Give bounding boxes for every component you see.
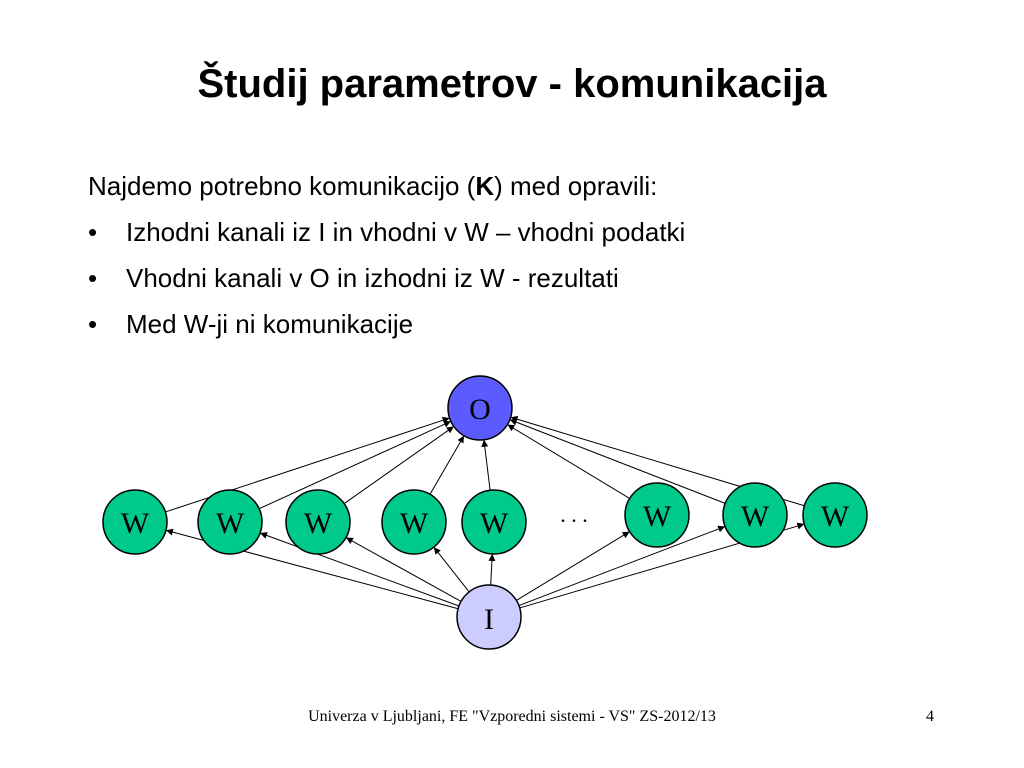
intro-text-post: ) med opravili: [494, 171, 658, 201]
bullet-icon: • [88, 309, 98, 339]
input-node-label: I [484, 603, 494, 636]
worker-node: W [624, 482, 690, 548]
intro-line: Najdemo potrebno komunikacijo (K) med op… [88, 168, 968, 214]
worker-node: W [461, 489, 527, 555]
bullet-text: Izhodni kanali iz I in vhodni v W – vhod… [126, 217, 686, 247]
communication-diagram: O I W W W W W . . . W [102, 375, 868, 650]
worker-node-label: W [121, 507, 150, 540]
bullet-icon: • [88, 217, 98, 247]
page-number: 4 [926, 708, 934, 725]
edge-worker-to-output [429, 435, 465, 495]
worker-node: W [802, 482, 868, 548]
worker-node: W [722, 482, 788, 548]
bullet-text: Vhodni kanali v O in izhodni iz W - rezu… [126, 263, 619, 293]
output-node: O [447, 375, 513, 441]
nodes: O I W W W W W . . . W [102, 375, 868, 650]
intro-text-pre: Najdemo potrebno komunikacijo ( [88, 171, 476, 201]
output-node-label: O [469, 393, 491, 426]
bullet-icon: • [88, 263, 98, 293]
worker-node: W [285, 489, 351, 555]
input-node: I [456, 584, 522, 650]
worker-node: W [102, 489, 168, 555]
footer-text: Univerza v Ljubljani, FE "Vzporedni sist… [308, 708, 716, 725]
edge-input-to-worker [516, 531, 630, 601]
worker-node-label: W [400, 507, 429, 540]
worker-node-label: W [304, 507, 333, 540]
edge-input-to-worker [259, 532, 460, 607]
worker-node: W [381, 489, 447, 555]
edge-worker-to-output [509, 418, 726, 504]
worker-node-label: W [643, 500, 672, 533]
intro-text-bold: K [475, 171, 495, 201]
edge-worker-to-output [481, 439, 491, 491]
edge-worker-to-output [258, 420, 452, 510]
bullet-item: • Izhodni kanali iz I in vhodni v W – vh… [88, 214, 968, 260]
worker-node-label: W [216, 507, 245, 540]
edge-input-to-worker [518, 525, 726, 607]
bullet-text: Med W-ji ni komunikacije [126, 309, 414, 339]
edge-worker-to-output [507, 424, 630, 499]
slide-title: Študij parametrov - komunikacija [197, 62, 827, 106]
slide-content: Najdemo potrebno komunikacijo (K) med op… [88, 168, 968, 352]
ellipsis: . . . [560, 502, 588, 527]
worker-node: W [197, 489, 263, 555]
bullet-item: • Med W-ji ni komunikacije [88, 306, 968, 352]
edge-input-to-worker [345, 537, 462, 602]
edge-input-to-worker [488, 553, 496, 586]
worker-node-label: W [480, 507, 509, 540]
edge-input-to-worker [433, 546, 470, 593]
worker-node-label: W [821, 500, 850, 533]
bullet-item: • Vhodni kanali v O in izhodni iz W - re… [88, 260, 968, 306]
worker-node-label: W [741, 500, 770, 533]
edge-worker-to-output [343, 426, 455, 504]
